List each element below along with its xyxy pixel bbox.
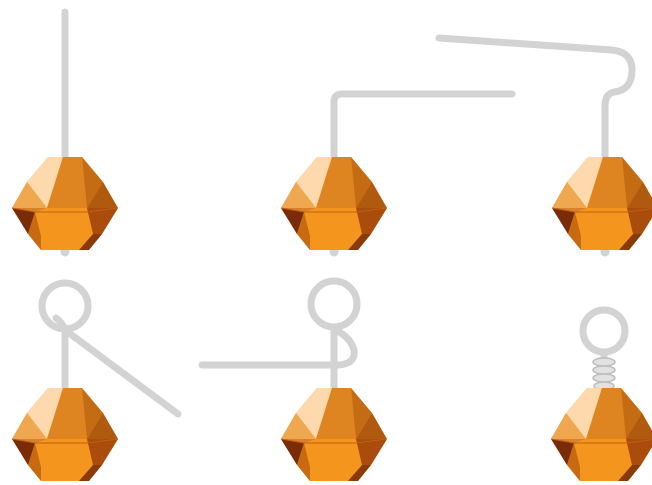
bead bbox=[280, 387, 388, 482]
wire-wraps bbox=[592, 357, 616, 391]
step-4-loop-formed bbox=[11, 279, 182, 482]
bead bbox=[11, 387, 119, 482]
bead bbox=[11, 156, 119, 251]
step-5-wrap-started bbox=[198, 277, 388, 482]
wire bbox=[579, 306, 629, 391]
wire bbox=[38, 279, 182, 418]
bead bbox=[550, 387, 652, 482]
wire bbox=[198, 277, 361, 394]
step-6-wrapped-loop bbox=[550, 306, 652, 482]
bead bbox=[551, 156, 652, 251]
step-1-straight-headpin bbox=[11, 8, 119, 257]
step-3-curled-wire bbox=[435, 34, 652, 257]
bead bbox=[280, 156, 388, 251]
step-2-bent-wire bbox=[280, 90, 516, 257]
